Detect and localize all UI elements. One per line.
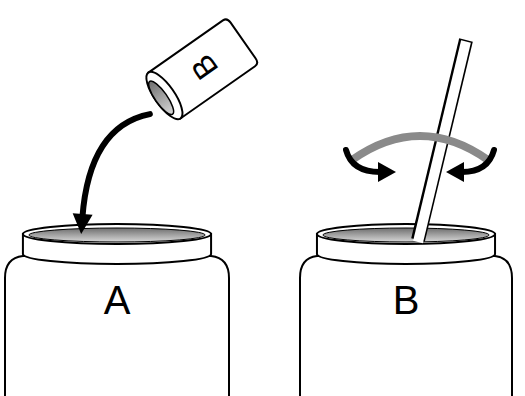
jar-rim-top [317,224,495,244]
stir-arrows [346,136,494,182]
jar-label: A [104,278,131,322]
jar-rim-top [23,224,211,244]
pour-can: B [135,15,261,129]
jar: B [300,220,512,396]
arrow-head [73,213,93,234]
jar-opening [29,228,205,242]
jar-opening [323,228,489,242]
pour-arrow [73,114,150,234]
jar: A [5,220,229,396]
arrow-shaft [82,114,150,218]
jar-body [300,256,512,396]
jar-label: B [393,278,420,322]
jar-body [5,256,229,396]
